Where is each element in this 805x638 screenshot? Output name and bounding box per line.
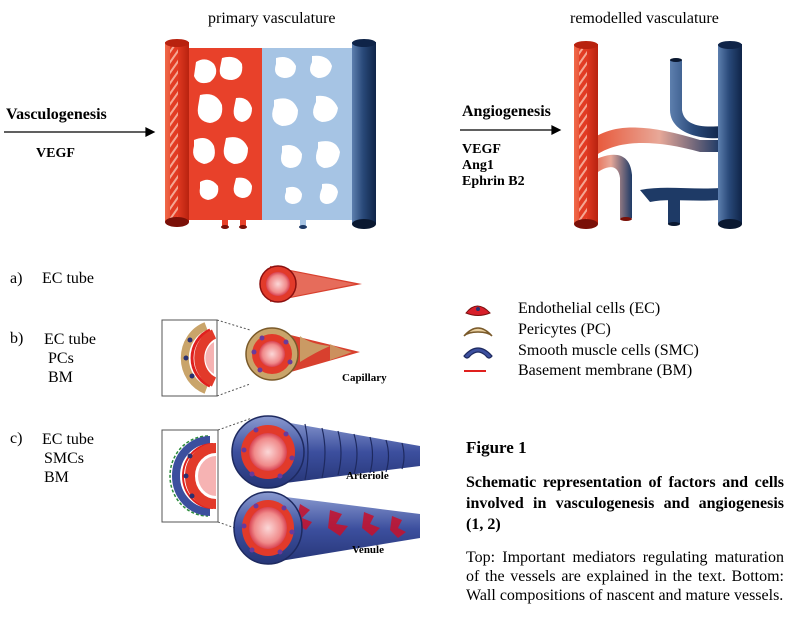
venule-graphic — [233, 491, 420, 565]
angiogenesis-factor: Ephrin B2 — [462, 174, 525, 189]
endothelial-cell-icon — [465, 305, 491, 316]
row-c-lines: EC tube SMCs BM — [42, 430, 94, 487]
ec-tube-graphic — [259, 265, 362, 303]
row-c-line: BM — [44, 469, 69, 486]
legend-smc-label: Smooth muscle cells (SMC) — [518, 342, 699, 359]
angiogenesis-title: Angiogenesis — [462, 103, 551, 120]
vasculogenesis-title: Vasculogenesis — [6, 106, 107, 123]
row-b-marker: b) — [10, 330, 24, 347]
row-b-line: BM — [48, 369, 73, 386]
vasculogenesis-factor: VEGF — [36, 146, 75, 161]
row-c-line: EC tube — [42, 431, 94, 448]
row-c-line: SMCs — [44, 450, 85, 467]
primary-vasculature-graphic — [165, 39, 376, 229]
angiogenesis-factors: VEGF Ang1 Ephrin B2 — [462, 142, 525, 190]
row-b-line: PCs — [48, 350, 74, 367]
legend-pericyte-label: Pericytes (PC) — [518, 321, 611, 338]
capillary-label: Capillary — [342, 372, 387, 384]
capillary-graphic — [245, 327, 360, 381]
angiogenesis-factor: VEGF — [462, 142, 501, 157]
legend-bm-label: Basement membrane (BM) — [518, 362, 693, 379]
row-b-line: EC tube — [44, 331, 96, 348]
angiogenesis-factor: Ang1 — [462, 158, 494, 173]
arteriole-label: Arteriole — [346, 470, 389, 482]
arteriole-venule-detail-graphic — [161, 417, 253, 535]
venule-label: Venule — [352, 544, 384, 556]
remodelled-vasculature-graphic — [574, 41, 742, 229]
arteriole-graphic — [231, 415, 420, 489]
row-a-marker: a) — [10, 270, 23, 287]
row-c-marker: c) — [10, 430, 23, 447]
row-b-lines: EC tube PCs BM — [44, 330, 96, 387]
angiogenesis-arrow — [460, 125, 562, 135]
figure-caption: Top: Important mediators regulating matu… — [466, 549, 784, 604]
remodelled-vasculature-label: remodelled vasculature — [570, 10, 719, 27]
primary-vasculature-label: primary vasculature — [208, 10, 336, 27]
figure-title: Figure 1 — [466, 438, 527, 457]
legend-endothelial-label: Endothelial cells (EC) — [518, 300, 661, 317]
pericyte-icon — [463, 327, 493, 337]
row-a-line: EC tube — [42, 270, 94, 287]
smooth-muscle-cell-icon — [463, 347, 493, 359]
capillary-detail-graphic — [161, 319, 251, 397]
vasculogenesis-arrow — [4, 127, 156, 137]
figure-subtitle: Schematic representation of factors and … — [466, 474, 784, 533]
